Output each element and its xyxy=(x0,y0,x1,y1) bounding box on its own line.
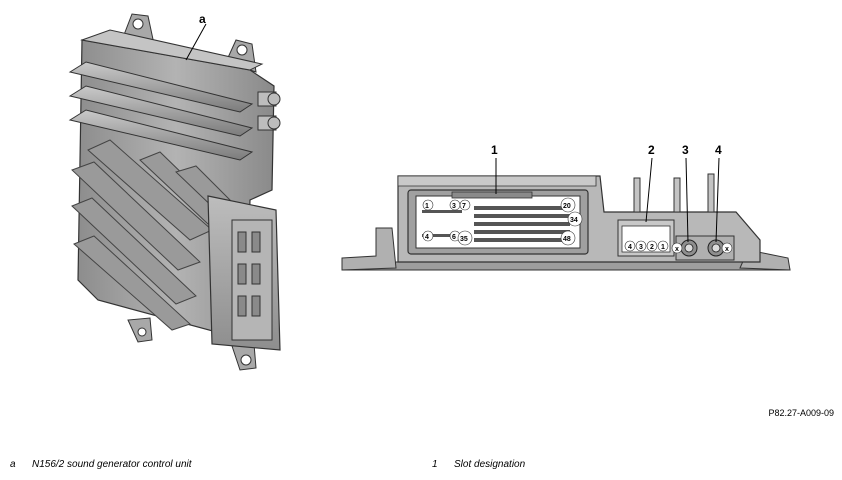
pin-label-4: 4 xyxy=(425,234,429,241)
callout-2: 2 xyxy=(648,143,655,157)
pin-label-6: 6 xyxy=(452,234,456,241)
slot2-pin-3: 3 xyxy=(639,244,643,251)
legend-key: 1 xyxy=(432,459,438,470)
callout-4: 4 xyxy=(715,143,722,157)
callout-1: 1 xyxy=(491,143,498,157)
legend-text: Slot designation xyxy=(454,459,526,470)
slot2-pin-4: 4 xyxy=(628,244,632,251)
coax-mark-right: x xyxy=(725,246,729,253)
control-unit-front-view: 1 3 7 20 34 4 6 35 48 4 3 2 1 x x xyxy=(341,143,791,271)
slot2-pin-2: 2 xyxy=(650,244,654,251)
pin-label-1: 1 xyxy=(425,203,429,210)
legend-key: a xyxy=(10,459,16,470)
legend-text: N156/2 sound generator control unit xyxy=(32,459,192,470)
slot2-pin-1: 1 xyxy=(661,244,665,251)
control-unit-isometric: a xyxy=(68,12,281,371)
coax-mark-left: x xyxy=(675,246,679,253)
pin-label-34: 34 xyxy=(570,217,578,224)
pin-label-20: 20 xyxy=(563,203,571,210)
pin-label-48: 48 xyxy=(563,236,571,243)
figure-reference: P82.27-A009-09 xyxy=(768,408,834,418)
pin-label-3: 3 xyxy=(452,203,456,210)
callout-3: 3 xyxy=(682,143,689,157)
pin-label-35: 35 xyxy=(460,236,468,243)
callout-a: a xyxy=(199,12,206,26)
legend-item-1: 1 Slot designation xyxy=(432,459,525,470)
pin-label-7: 7 xyxy=(462,203,466,210)
legend-item-a: a N156/2 sound generator control unit xyxy=(10,459,192,470)
